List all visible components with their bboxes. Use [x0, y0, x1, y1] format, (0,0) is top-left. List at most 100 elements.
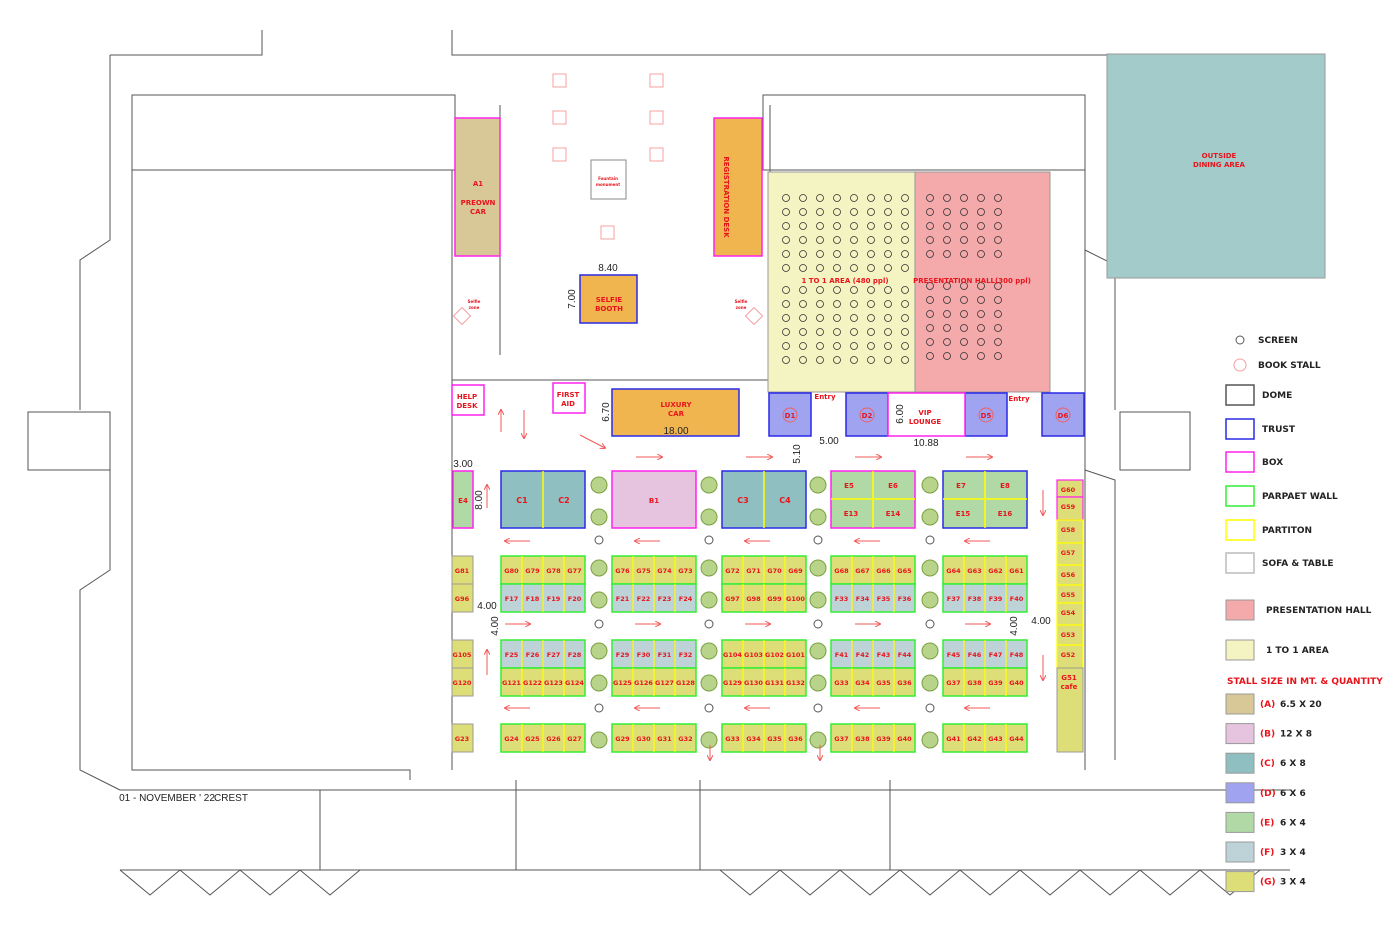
decor-square — [649, 110, 664, 125]
stall-label: G35 — [876, 679, 891, 687]
stall-label: F22 — [637, 595, 651, 603]
stall-label: F33 — [835, 595, 849, 603]
stall-d — [845, 392, 889, 437]
stall-label: G124 — [565, 679, 584, 687]
planter-icon — [590, 559, 608, 577]
legend-stall-code: (C) — [1260, 759, 1275, 769]
dim-aisle: 4.00 — [490, 616, 501, 636]
stall-label: F32 — [679, 651, 693, 659]
stall-label: F19 — [547, 595, 561, 603]
stall-label: E14 — [886, 510, 901, 518]
seat-icon — [977, 338, 985, 346]
stall-label: G27 — [567, 735, 581, 743]
seat-icon — [994, 250, 1002, 258]
seat-icon — [977, 352, 985, 360]
screen-icon — [813, 619, 823, 629]
one-to-one-label: 1 TO 1 AREA (480 ppl) — [801, 277, 888, 285]
decor-square — [649, 73, 664, 88]
fountain-label: Fountain — [598, 176, 618, 181]
stall-label: F38 — [968, 595, 982, 603]
planter-icon — [590, 591, 608, 609]
seat-icon — [799, 356, 807, 364]
seat-icon — [867, 286, 875, 294]
legend-swatch-box — [1225, 451, 1255, 473]
seat-icon — [901, 236, 909, 244]
seat-icon — [901, 264, 909, 272]
stall-label: F34 — [856, 595, 870, 603]
first-aid — [552, 382, 586, 414]
seat-icon — [782, 264, 790, 272]
stall-label: G103 — [744, 651, 763, 659]
stall-label: G25 — [525, 735, 540, 743]
legend-stall-swatch — [1225, 871, 1255, 893]
stall-label: G120 — [453, 679, 472, 687]
planter-icon — [590, 731, 608, 749]
seat-icon — [850, 236, 858, 244]
planter-icon — [700, 674, 718, 692]
legend-stall-code: (D) — [1260, 789, 1276, 799]
legend-stall-code: (F) — [1260, 848, 1274, 858]
seat-icon — [782, 250, 790, 258]
stall-label: G131 — [765, 679, 784, 687]
decor-square — [552, 110, 567, 125]
selfie-zone-label: Selfie — [735, 299, 748, 304]
dim-510: 5.10 — [792, 444, 803, 464]
seat-icon — [926, 296, 934, 304]
stall-label: G80 — [504, 567, 519, 575]
dim-e4-width: 3.00 — [453, 459, 473, 470]
seat-icon — [994, 296, 1002, 304]
stall-label: F45 — [947, 651, 961, 659]
seat-icon — [782, 342, 790, 350]
seat-icon — [816, 194, 824, 202]
seat-icon — [943, 250, 951, 258]
seat-icon — [994, 208, 1002, 216]
seat-icon — [799, 222, 807, 230]
seat-icon — [901, 314, 909, 322]
stall-a1-preown-car — [454, 117, 501, 257]
seat-icon — [884, 356, 892, 364]
stall-label: G58 — [1061, 526, 1076, 534]
seat-icon — [782, 314, 790, 322]
help-desk — [451, 384, 485, 416]
seat-icon — [901, 286, 909, 294]
first-aid-label: FIRST — [557, 391, 580, 399]
vip-lounge — [887, 392, 966, 437]
stall-label: G31 — [657, 735, 672, 743]
stall-label: G102 — [765, 651, 784, 659]
stall-label: G40 — [897, 735, 912, 743]
stall-e4 — [452, 470, 474, 529]
stall-label: G38 — [855, 735, 870, 743]
stall-label: F37 — [947, 595, 961, 603]
seat-icon — [867, 264, 875, 272]
seat-icon — [799, 300, 807, 308]
legend-book-stall-icon — [1233, 358, 1247, 372]
stall-label: G121 — [502, 679, 521, 687]
stall-label: G128 — [676, 679, 695, 687]
planter-icon — [809, 591, 827, 609]
seat-icon — [943, 310, 951, 318]
seat-icon — [994, 194, 1002, 202]
seat-icon — [867, 356, 875, 364]
seat-icon — [926, 222, 934, 230]
legend-stall-code: (E) — [1260, 818, 1274, 828]
seat-icon — [850, 264, 858, 272]
flow-arrow — [579, 434, 605, 448]
stall-label: E5 — [844, 482, 854, 490]
stall-label: G123 — [544, 679, 563, 687]
stall-label: G56 — [1061, 571, 1076, 579]
stall-label: G53 — [1061, 631, 1075, 639]
stall-label: G38 — [967, 679, 982, 687]
stall-label: C3 — [737, 496, 748, 505]
stall-label: F39 — [989, 595, 1003, 603]
seat-icon — [799, 314, 807, 322]
seat-icon — [960, 250, 968, 258]
legend-label-one: 1 TO 1 AREA — [1266, 646, 1329, 656]
planter-icon — [809, 674, 827, 692]
selfie-booth — [579, 274, 638, 324]
registration-desk-label: REGISTRATION DESK — [722, 156, 730, 238]
seat-icon — [926, 352, 934, 360]
seat-icon — [884, 222, 892, 230]
stall-label: G125 — [613, 679, 632, 687]
stall-block-b — [611, 470, 697, 529]
seat-icon — [799, 286, 807, 294]
